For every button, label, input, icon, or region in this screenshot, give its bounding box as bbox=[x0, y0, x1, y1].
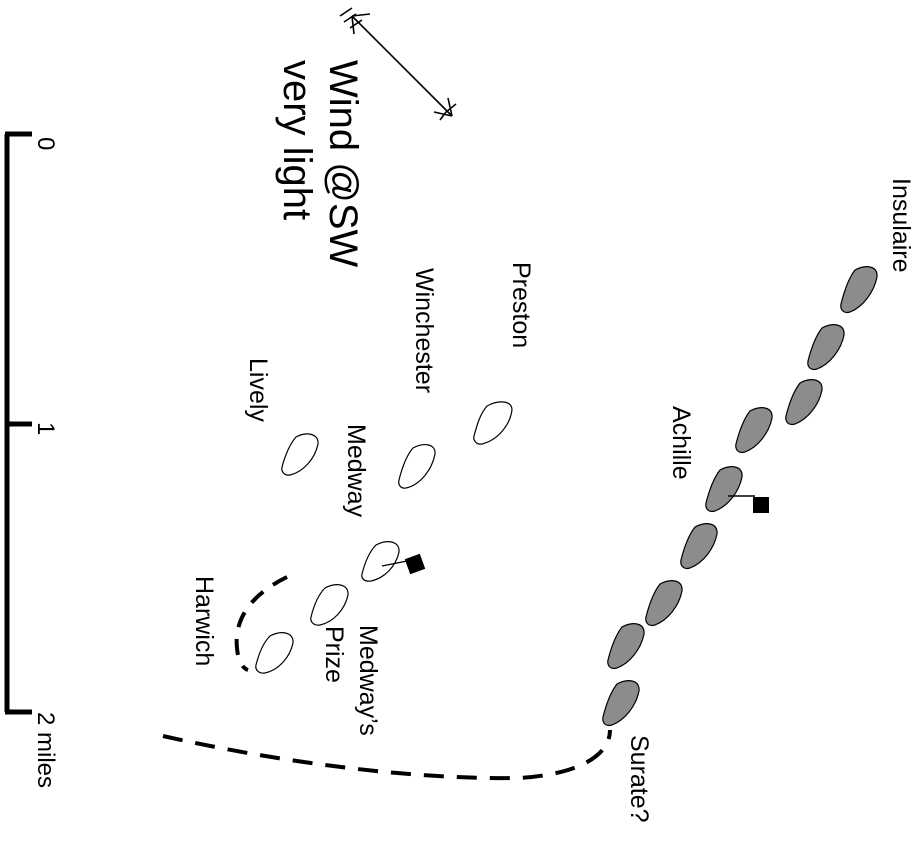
wind-label-line2: very light bbox=[275, 60, 319, 220]
french-ship-8 bbox=[607, 623, 645, 670]
british-ship-medways-prize bbox=[310, 584, 349, 626]
label-surate: Surate? bbox=[625, 735, 653, 823]
label-preston: Preston bbox=[507, 262, 535, 348]
british-ship-medway bbox=[361, 541, 426, 582]
french-ship-2 bbox=[807, 324, 845, 371]
british-ship-lively bbox=[281, 433, 319, 476]
label-winchester: Winchester bbox=[410, 268, 438, 393]
scale-bar bbox=[4, 131, 32, 715]
label-medways-prize-line1: Medway’s bbox=[354, 625, 382, 736]
british-ship-harwich bbox=[255, 632, 294, 674]
label-harwich: Harwich bbox=[190, 576, 218, 666]
french-ship-6 bbox=[680, 523, 718, 570]
scale-label-1: 1 bbox=[32, 422, 59, 435]
label-medway: Medway bbox=[342, 424, 370, 518]
flag-icon bbox=[753, 497, 769, 513]
wind-arrow bbox=[339, 7, 457, 121]
surate-track-dashed bbox=[162, 729, 612, 781]
harwich-track-dashed bbox=[234, 575, 288, 672]
french-ship-surate bbox=[602, 680, 640, 727]
british-ship-winchester bbox=[398, 444, 436, 489]
scale-label-2-miles: 2 miles bbox=[32, 712, 59, 788]
wind-label-line1: Wind @SW bbox=[321, 60, 365, 268]
french-ship-7 bbox=[645, 580, 683, 627]
label-insulaire: Insulaire bbox=[887, 178, 915, 273]
label-lively: Lively bbox=[244, 358, 272, 422]
french-ship-achille bbox=[705, 466, 743, 513]
british-ship-preston bbox=[473, 401, 513, 445]
flag-icon bbox=[404, 553, 426, 575]
french-ship-4 bbox=[735, 407, 773, 454]
label-achille: Achille bbox=[667, 406, 695, 480]
scale-label-0: 0 bbox=[32, 137, 59, 150]
french-ship-insulaire bbox=[840, 266, 878, 314]
label-medways-prize-line2: Prize bbox=[320, 626, 348, 683]
french-line bbox=[602, 266, 878, 727]
french-ship-3 bbox=[785, 379, 823, 426]
